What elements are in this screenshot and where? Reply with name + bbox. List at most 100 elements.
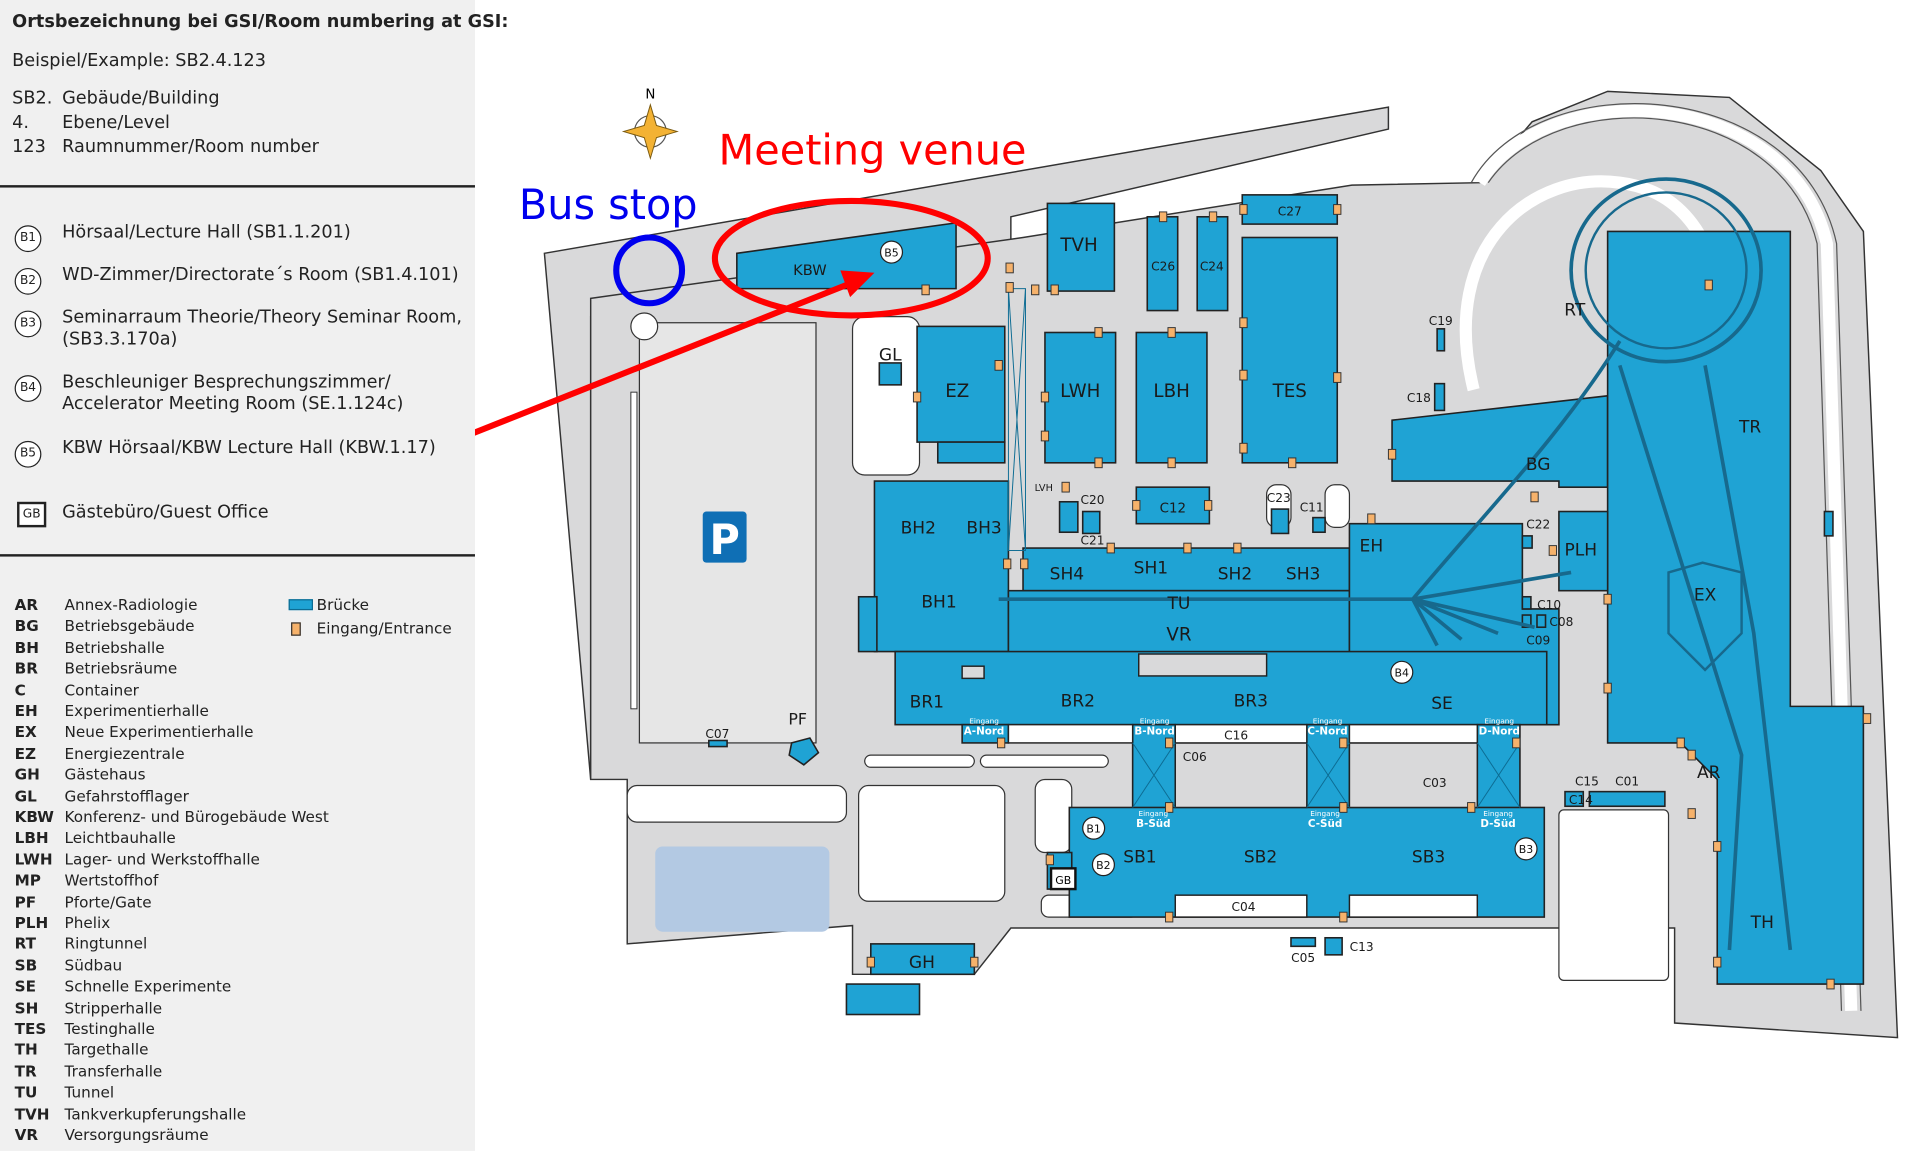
building-bh [873,480,1010,653]
entrance-icon [1367,513,1376,525]
map-label-gh: GH [909,953,935,973]
entrance-icon [1239,369,1248,381]
map-label-tes: TES [1272,381,1307,402]
guest-office-marker[interactable]: GB [1049,867,1077,891]
map-label-th: TH [1750,913,1774,933]
room-description: Accelerator Meeting Room (SE.1.124c) [62,394,404,415]
map-label-sh1: SH1 [1134,559,1169,579]
legend-title: Ortsbezeichnung bei GSI/Room numbering a… [12,12,509,32]
entrance-icon [1333,372,1342,383]
entrance-icon [1239,317,1248,329]
map-label-sb3: SB3 [1412,847,1445,867]
parking-label: P [709,516,739,564]
entrance-label: Eingang [1140,716,1170,725]
abbreviation-code: BR [14,659,38,678]
entrance-icon [1333,204,1342,215]
map-label-bg: BG [1526,455,1551,475]
map-label-plh: PLH [1565,540,1598,560]
guest-office-label: GB [1055,874,1071,887]
entrance-icon [1132,500,1141,511]
map-label-sb1: SB1 [1123,847,1156,867]
entrance-icon [1239,204,1248,215]
map-label-se: SE [1431,694,1453,714]
entrance-name: B-Nord [1134,725,1174,737]
room-marker-label: B3 [1519,843,1534,856]
entrance-icon [1676,737,1685,749]
map-label-tvh: TVH [1059,235,1097,256]
entrance-icon [1687,749,1696,761]
room-marker-label: B2 [1096,859,1110,872]
map-label-sh2: SH2 [1218,565,1252,585]
divider [0,185,475,188]
map-label-ex: EX [1694,585,1717,605]
entrance-icon [1713,956,1722,968]
abbreviation-code: TES [14,1019,47,1038]
abbreviation-meaning: Tunnel [64,1082,115,1102]
part-label: Ebene/Level [62,113,170,133]
abbreviation-meaning: Targethalle [64,1040,149,1059]
abbreviation-meaning: Betriebsräume [64,659,178,678]
roundabout [630,312,659,341]
road-island [630,391,638,710]
map-label-c05: C05 [1291,951,1315,965]
room-description: WD-Zimmer/Directorate´s Room (SB1.4.101) [62,265,459,285]
entrance-icon [1183,542,1192,554]
map-label-c07: C07 [705,727,729,741]
map-label-c12: C12 [1160,502,1186,517]
abbreviation-meaning: Annex-Radiologie [64,595,198,614]
entrance-icon [1040,391,1050,403]
map-label-c06: C06 [1183,750,1207,764]
part-code: 4. [12,113,30,133]
room-marker-b1[interactable]: B1 [1082,816,1106,840]
entrance-label: Eingang [969,716,999,725]
compass-icon: N [621,88,679,161]
abbreviation-meaning: Südbau [64,955,123,975]
entrance-icon [921,284,930,296]
map-label-c26: C26 [1151,259,1175,273]
entrance-icon [996,737,1006,749]
abbreviation-meaning: Testinghalle [64,1019,155,1038]
entrance-icon [1165,911,1174,923]
room-marker-b5[interactable]: B5 [879,240,904,264]
beamlines [998,177,1793,951]
guest-office-label: Gästebüro/Guest Office [62,502,269,523]
room-marker-b2[interactable]: B2 [1091,853,1115,877]
building-c26 [1146,215,1179,312]
room-description: Hörsaal/Lecture Hall (SB1.1.201) [62,222,351,243]
entrance-icon [1687,808,1696,819]
abbreviation-meaning: Versorgungsräume [64,1125,209,1144]
abbreviation-code: TU [14,1082,38,1102]
abbreviation-code: VR [14,1125,39,1144]
bus-stop-label: Bus stop [519,181,698,229]
abbreviation-meaning: Tankverkupferungshalle [64,1104,247,1123]
entrance-icon [1106,542,1115,554]
entrance-icon [1005,262,1014,274]
site-map: KBWGLEZTVHC26C24C27LWHLBHTESC19C18RTTRBG… [474,88,1899,1039]
room-marker-b3[interactable]: B3 [1514,837,1538,861]
entrance-icon [1020,558,1029,570]
map-label-c22: C22 [1526,518,1550,532]
entrance-icon [1548,545,1557,556]
abbreviation-meaning: Phelix [64,913,111,932]
venue-arrow [474,279,854,436]
entrance-label: Eingang [1483,809,1513,818]
meeting-venue-highlight [711,197,991,319]
entrance-symbol-icon [291,622,301,636]
abbreviation-meaning: Stripperhalle [64,998,163,1017]
map-label-ez: EZ [945,381,969,402]
part-code: 123 [12,137,46,158]
map-label-c23: C23 [1267,491,1291,505]
building-c12 [1135,486,1211,525]
abbreviation-code: SH [14,998,39,1017]
map-label-c04: C04 [1231,900,1255,914]
map-label-c21: C21 [1080,533,1104,547]
map-label-c01: C01 [1615,775,1639,789]
room-marker-b4[interactable]: B4 [1390,660,1414,684]
entrance-icon [1204,500,1213,511]
map-label-tu: TU [1166,594,1190,614]
bridge-legend-label: Brücke [316,595,370,614]
map-label-c09: C09 [1526,633,1550,647]
map-label-sh3: SH3 [1286,565,1320,585]
